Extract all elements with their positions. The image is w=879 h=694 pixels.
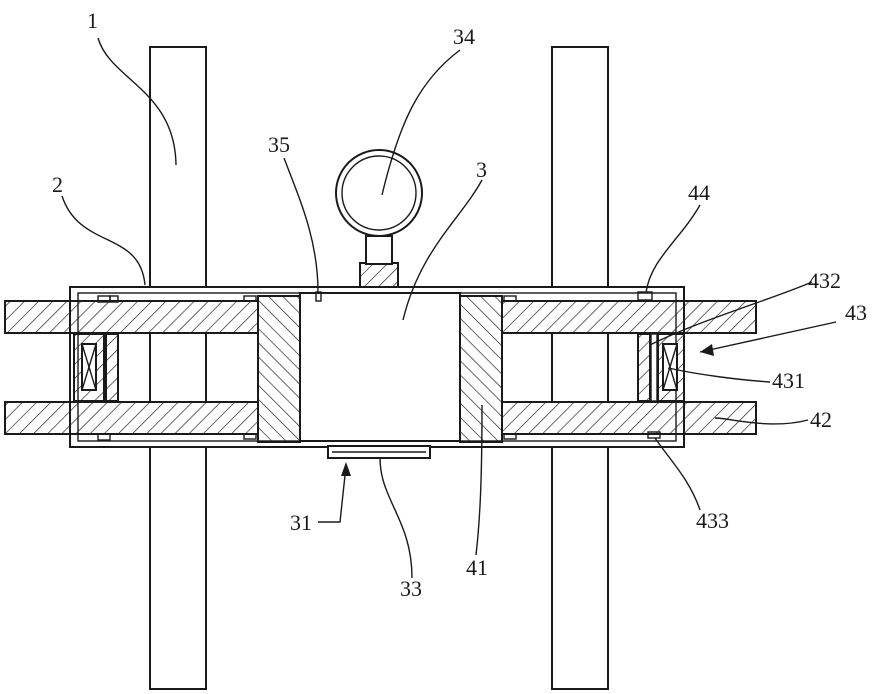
left-block: [258, 296, 300, 442]
label-1: 1: [87, 8, 98, 33]
label-31: 31: [290, 510, 312, 535]
label-41: 41: [466, 555, 488, 580]
left-magnet-strip: [106, 334, 118, 401]
leader-44: [646, 205, 700, 293]
leader-433: [655, 438, 700, 510]
left-post-gap: [151, 334, 205, 401]
upper-left-bar: [5, 301, 258, 333]
label-431: 431: [772, 368, 805, 393]
label-42: 42: [810, 407, 832, 432]
label-3: 3: [476, 157, 487, 182]
label-2: 2: [52, 172, 63, 197]
right-magnet-strip: [638, 334, 650, 401]
arrow-31: [341, 462, 351, 476]
leader-2: [62, 196, 145, 285]
lower-left-bar: [5, 402, 258, 434]
gauge-dial-outer: [336, 150, 422, 236]
gauge-stem: [360, 263, 398, 287]
label-433: 433: [696, 508, 729, 533]
gauge-neck: [366, 236, 392, 264]
right-post-gap: [553, 334, 607, 401]
label-34: 34: [453, 24, 475, 49]
right-block: [460, 296, 502, 442]
label-432: 432: [808, 268, 841, 293]
label-44: 44: [688, 180, 710, 205]
label-43: 43: [845, 300, 867, 325]
leader-33: [380, 458, 412, 578]
central-chamber: [300, 293, 460, 441]
leader-35: [284, 158, 318, 292]
label-33: 33: [400, 576, 422, 601]
label-35: 35: [268, 132, 290, 157]
arrow-43: [700, 344, 714, 356]
